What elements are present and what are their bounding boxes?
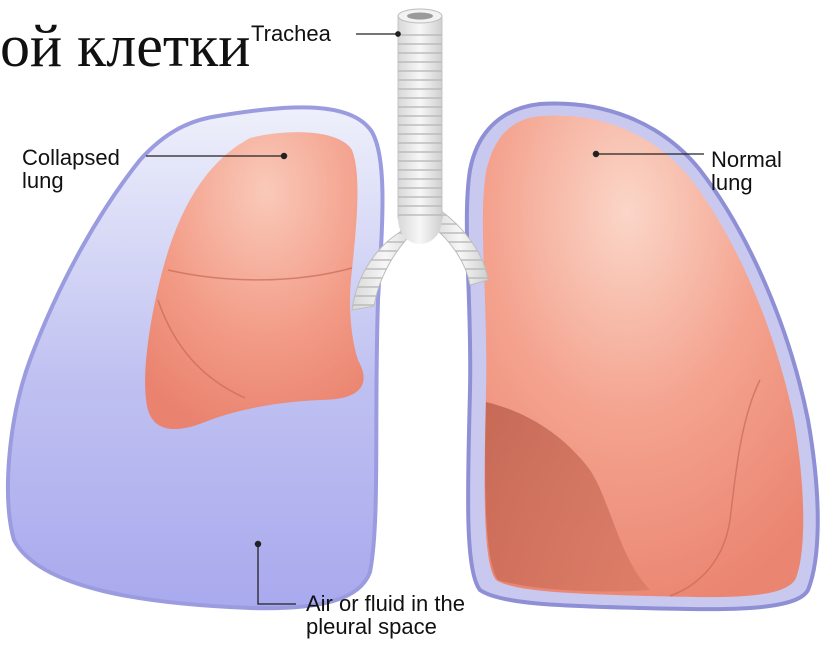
normal-lung-label: Normal lung [711, 148, 782, 194]
slide-heading-fragment: ой клетки [0, 16, 250, 76]
collapsed-lung-label: Collapsed lung [22, 146, 120, 192]
pleural-space-label: Air or fluid in the pleural space [306, 592, 465, 638]
trachea-label: Trachea [251, 22, 331, 45]
